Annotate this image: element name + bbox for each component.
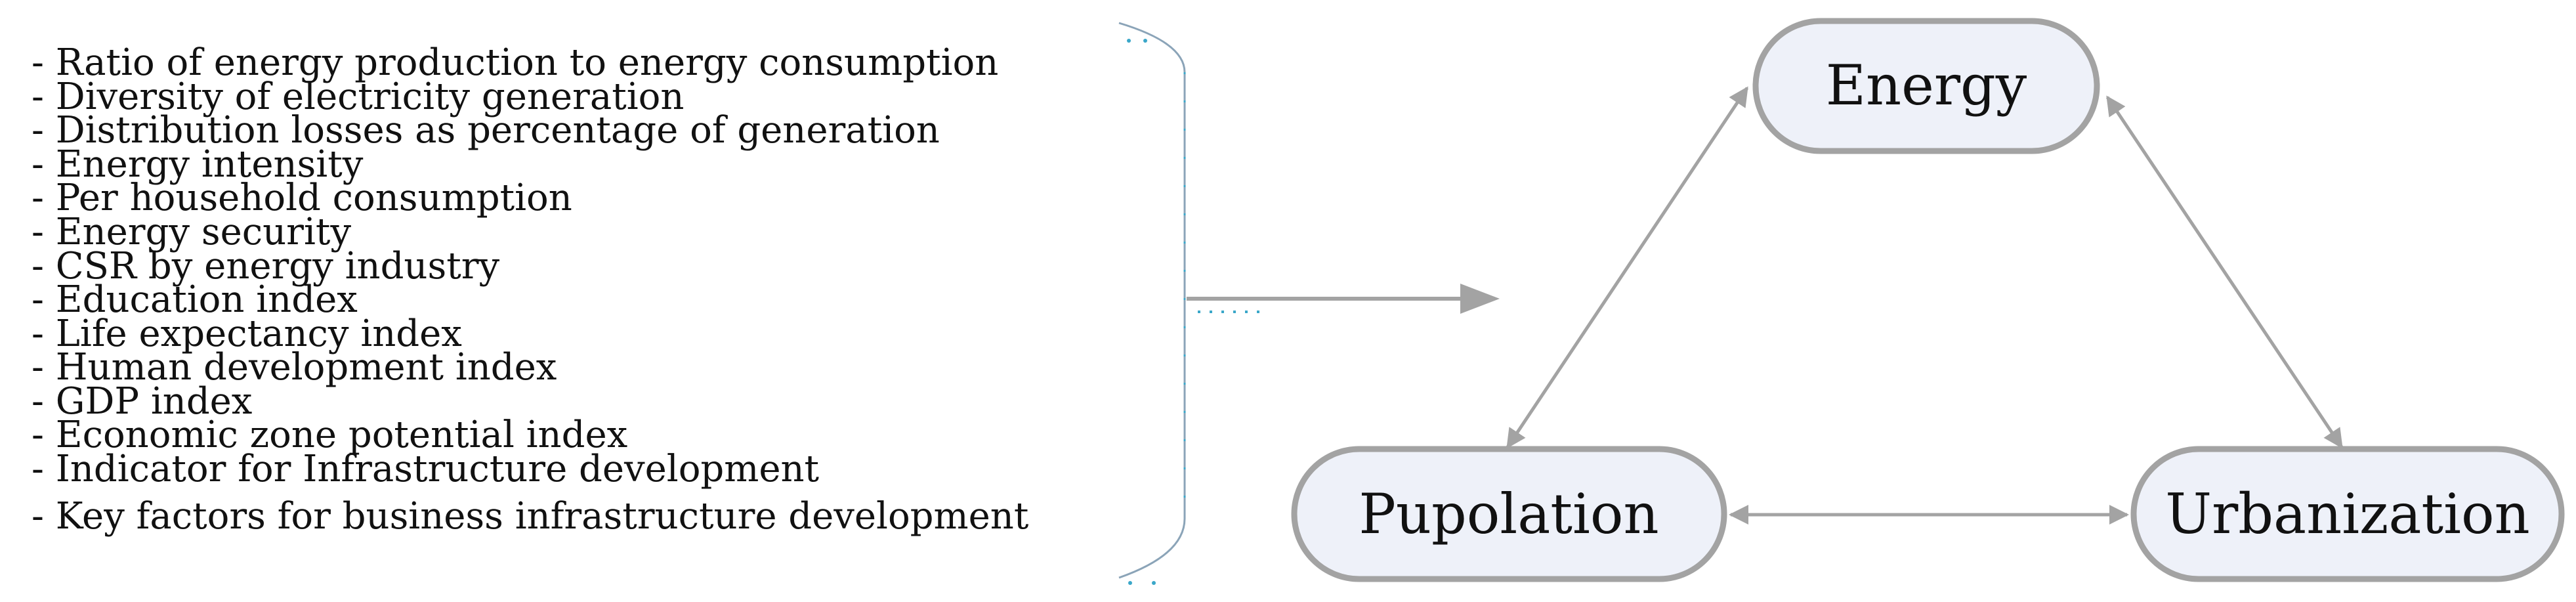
indicator-item: - Ratio of energy production to energy c… (32, 41, 998, 84)
indicator-item: - Distribution losses as percentage of g… (32, 109, 940, 152)
energy-label: Energy (1826, 53, 2027, 118)
energy-urbanization-arrow (2105, 95, 2344, 449)
population-node: Pupolation (1291, 446, 1727, 582)
indicator-item: - Key factors for business infrastructur… (32, 495, 1029, 538)
indicator-item: - Per household consumption (32, 177, 572, 219)
energy-population-arrow (1506, 86, 1749, 449)
connectors (1506, 86, 2344, 525)
indicator-item: - Diversity of electricity generation (32, 75, 684, 118)
indicator-item: - GDP index (32, 380, 252, 423)
indicator-item: - Economic zone potential index (32, 414, 627, 456)
indicator-item: - CSR by energy industry (32, 245, 499, 288)
population-label: Pupolation (1359, 482, 1658, 546)
indicator-item: - Human development index (32, 346, 557, 389)
urbanization-label: Urbanization (2165, 482, 2529, 546)
energy-node: Energy (1752, 18, 2100, 154)
indicator-list: - Ratio of energy production to energy c… (32, 41, 1029, 538)
indicator-item: - Life expectancy index (32, 312, 462, 355)
indicator-item: - Education index (32, 278, 358, 321)
bracket (1118, 22, 1186, 585)
urbanization-node: Urbanization (2130, 446, 2565, 582)
bracket-arrow (1187, 284, 1500, 314)
indicator-item: - Indicator for Infrastructure developme… (32, 448, 820, 490)
indicator-item: - Energy security (32, 211, 351, 253)
indicator-item: - Energy intensity (32, 143, 364, 186)
